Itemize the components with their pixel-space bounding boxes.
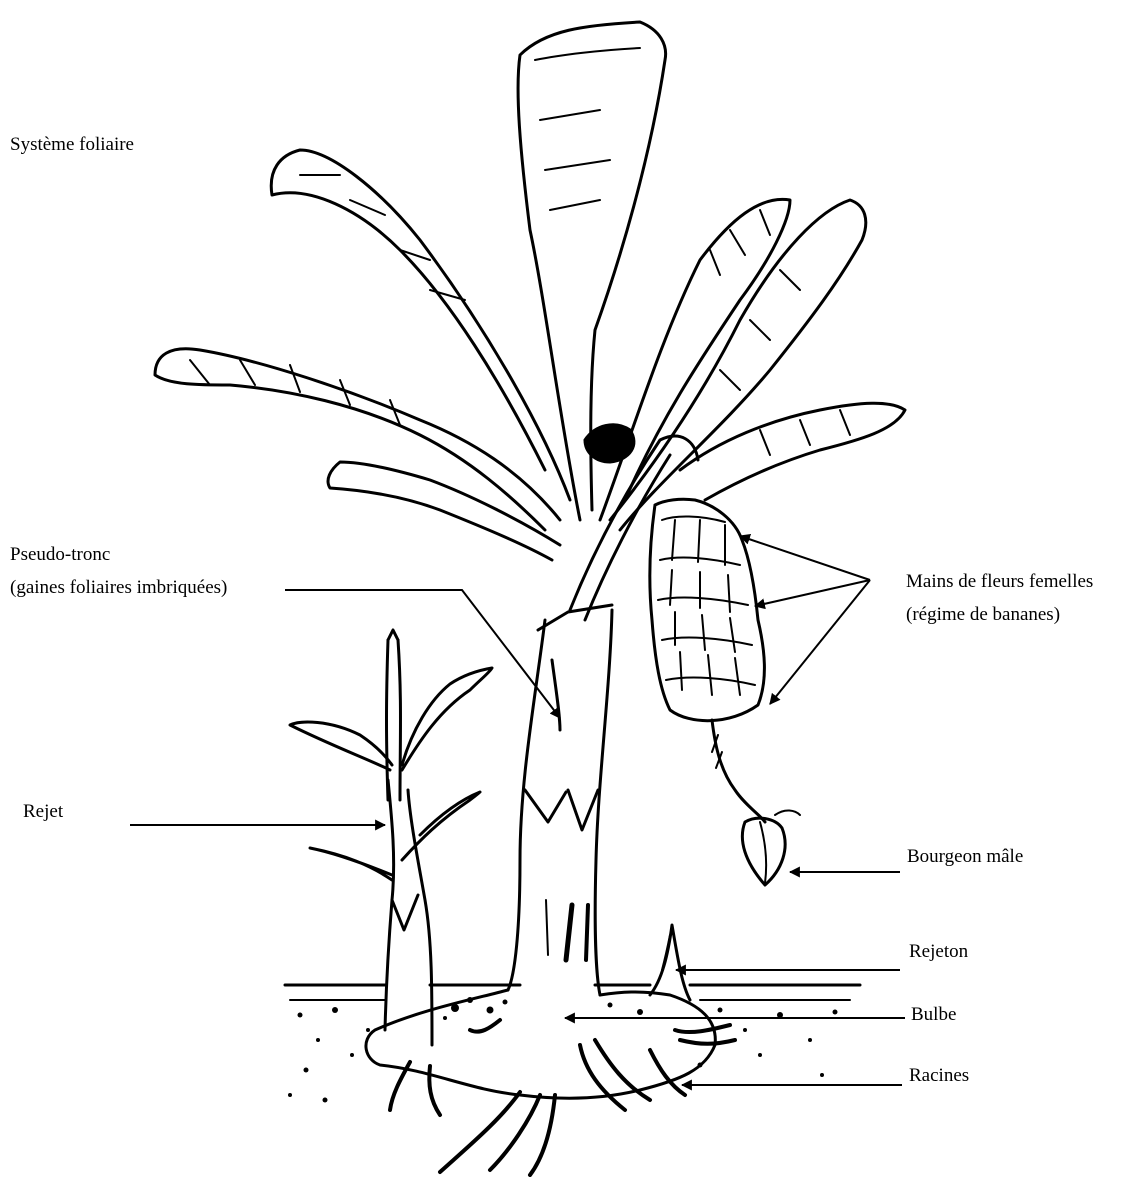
male-bud [742, 810, 800, 885]
foliage [155, 22, 905, 560]
young-plant-rejet [290, 630, 492, 1045]
label-bulbe: Bulbe [911, 1003, 956, 1027]
pseudo-trunk [508, 605, 612, 995]
bulb [366, 990, 715, 1098]
label-rejet: Rejet [23, 800, 63, 824]
label-systeme-foliaire: Système foliaire [10, 133, 134, 157]
label-pseudo-tronc-detail: (gaines foliaires imbriquées) [10, 576, 227, 600]
label-mains-fleurs-femelles: Mains de fleurs femelles [906, 570, 1093, 594]
sucker-rejeton [650, 925, 690, 1000]
label-pseudo-tronc: Pseudo-tronc [10, 543, 110, 567]
pointer-pseudo-tronc [285, 590, 560, 718]
label-bourgeon-male: Bourgeon mâle [907, 845, 1023, 869]
pointer-mains-1 [740, 536, 870, 580]
label-regime-bananes: (régime de bananes) [906, 603, 1060, 627]
banana-bunch [570, 436, 765, 822]
label-rejeton: Rejeton [909, 940, 968, 964]
label-racines: Racines [909, 1064, 969, 1088]
